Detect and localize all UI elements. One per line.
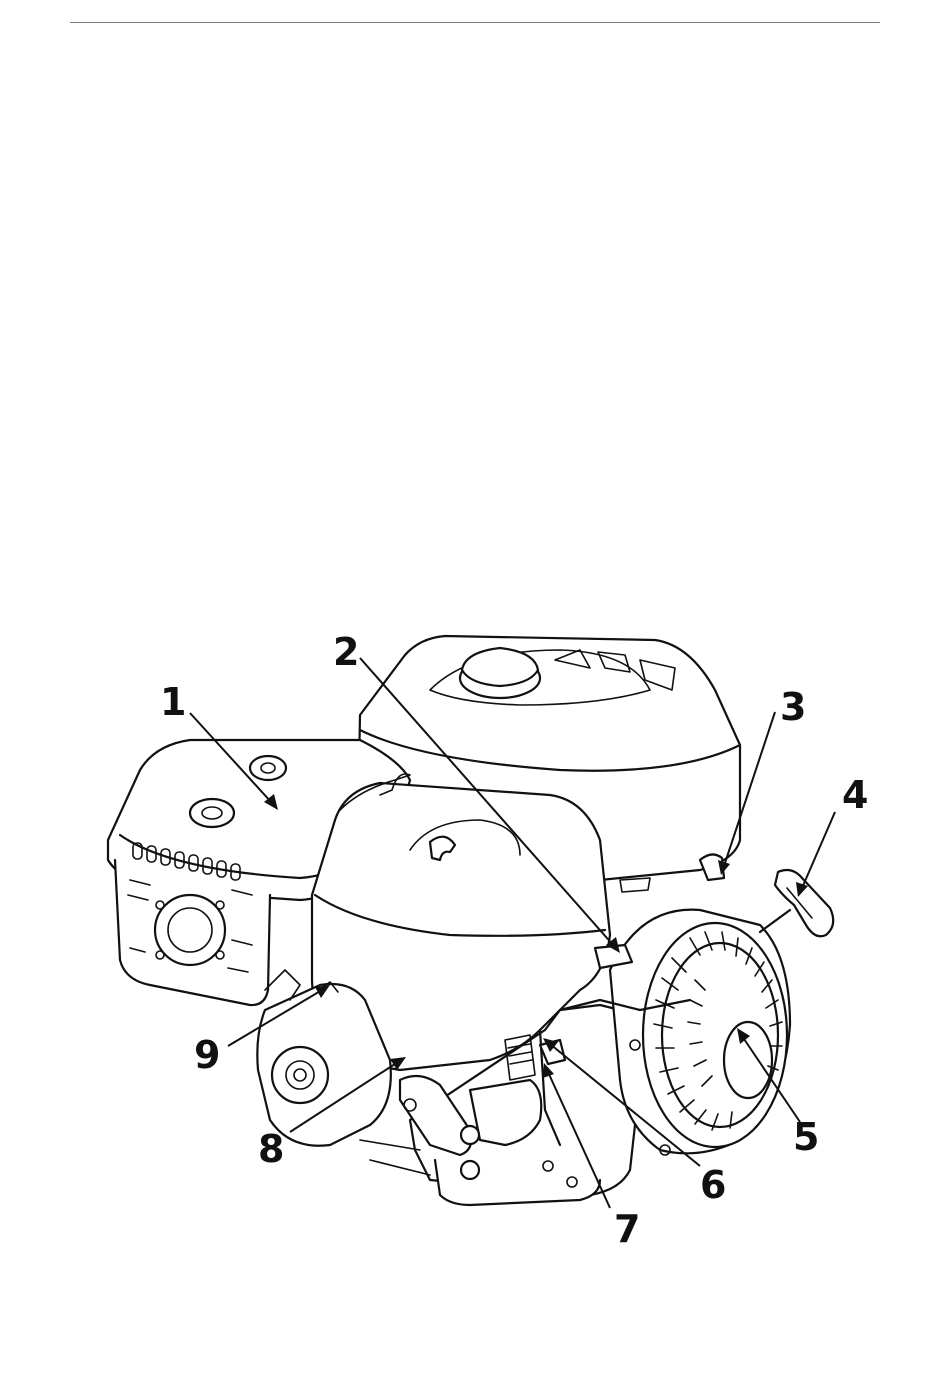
callout-1: 1: [160, 680, 186, 724]
callout-2: 2: [333, 630, 359, 674]
bracket: [620, 878, 650, 892]
callout-9: 9: [194, 1033, 220, 1077]
callout-7: 7: [614, 1207, 640, 1251]
callout-5: 5: [793, 1115, 819, 1159]
starter-grip: [760, 870, 833, 936]
callout-4: 4: [842, 773, 868, 817]
callout-8: 8: [258, 1127, 284, 1171]
callout-6: 6: [700, 1163, 726, 1207]
fuel-cap: [460, 648, 540, 698]
engine-illustration: [108, 636, 833, 1205]
leader-4: [796, 812, 835, 897]
recoil-starter: [610, 910, 790, 1155]
callout-3: 3: [780, 685, 806, 729]
